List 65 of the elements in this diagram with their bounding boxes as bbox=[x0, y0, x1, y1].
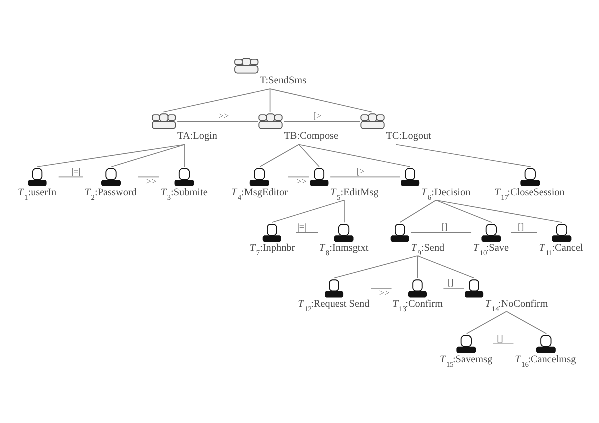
edge-label: |=| bbox=[298, 223, 307, 234]
connector bbox=[334, 256, 418, 279]
node-label: TA:Login bbox=[178, 130, 218, 142]
connector bbox=[270, 88, 271, 113]
connector bbox=[288, 176, 310, 178]
connector bbox=[370, 288, 392, 289]
connector bbox=[417, 256, 418, 279]
edge-label: [> bbox=[313, 112, 322, 122]
edge-label: >> bbox=[146, 178, 157, 188]
node-label: T$_{1}$:userIn bbox=[18, 188, 57, 202]
node-label: T:SendSms bbox=[260, 75, 307, 86]
node-label: T$_{11}$:Cancel bbox=[539, 243, 584, 258]
connector bbox=[330, 176, 401, 178]
node-label: T$_{8}$:Inmsgtxt bbox=[319, 243, 369, 258]
node-label: T$_{13}$:Confirm bbox=[392, 298, 444, 314]
node-label: T$_{3}$:Submite bbox=[160, 188, 208, 202]
connector bbox=[436, 200, 563, 224]
node-label: T$_{2}$:Password bbox=[84, 188, 137, 202]
edge-label: |=| bbox=[72, 167, 81, 178]
edge-label: [] bbox=[442, 223, 448, 234]
edge-label: [] bbox=[518, 223, 524, 234]
connector bbox=[260, 144, 300, 168]
connector bbox=[58, 176, 84, 178]
node-label: T$_{10}$:Save bbox=[473, 243, 509, 258]
edge-label: [] bbox=[497, 334, 504, 344]
connector bbox=[37, 144, 186, 168]
edge-label: >> bbox=[218, 112, 230, 122]
connector bbox=[270, 88, 373, 113]
node-label: T$_{5}$:EditMsg bbox=[330, 188, 379, 202]
connector bbox=[396, 144, 532, 168]
connector bbox=[506, 311, 548, 334]
edge-label: [] bbox=[448, 278, 454, 289]
node-label: T$_{6}$:Decision bbox=[421, 188, 471, 202]
connector bbox=[138, 176, 160, 178]
connector bbox=[296, 232, 318, 234]
connector bbox=[298, 144, 411, 168]
connector bbox=[410, 232, 472, 234]
connector bbox=[466, 311, 508, 334]
node-label: T$_{7}$:Inphnbr bbox=[250, 243, 296, 258]
connector bbox=[436, 200, 492, 224]
connector bbox=[272, 200, 345, 224]
connector bbox=[177, 121, 259, 122]
node-label: TB:Compose bbox=[284, 130, 339, 142]
connector bbox=[284, 121, 361, 122]
connector bbox=[184, 144, 186, 168]
connector bbox=[298, 144, 320, 168]
node-label: T$_{14}$:NoConfirm bbox=[485, 298, 548, 314]
connector bbox=[111, 144, 186, 168]
connector bbox=[163, 88, 271, 113]
connector bbox=[400, 200, 437, 224]
connector bbox=[492, 344, 514, 345]
node-label: T$_{15}$:Savemsg bbox=[440, 354, 493, 369]
connector bbox=[417, 256, 475, 279]
node-label: T$_{12}$:Request Send bbox=[298, 298, 370, 314]
node-label: T$_{16}$:Cancelmsg bbox=[515, 354, 576, 369]
edge-label: >> bbox=[296, 178, 308, 188]
edge-label: [> bbox=[356, 167, 365, 178]
node-label: TC:Logout bbox=[386, 130, 432, 142]
connector bbox=[344, 200, 345, 224]
connector bbox=[510, 232, 538, 234]
node-label: T$_{9}$:Send bbox=[411, 243, 445, 258]
edge-label: >> bbox=[379, 288, 390, 299]
node-label: T$_{17}$:CloseSession bbox=[494, 188, 565, 202]
connector bbox=[443, 288, 465, 289]
node-label: T$_{4}$:MsgEditor bbox=[231, 188, 288, 202]
